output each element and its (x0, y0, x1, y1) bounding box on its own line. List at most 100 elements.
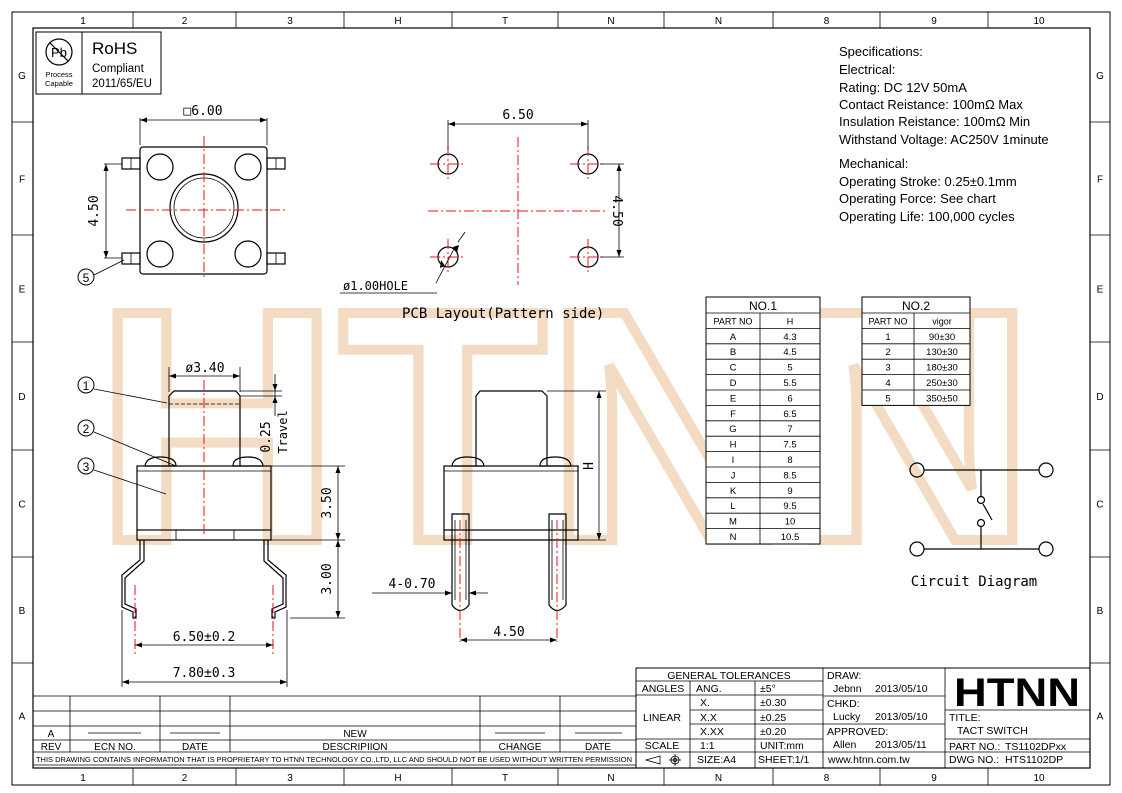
grid-col-bottom-4: H (394, 773, 401, 784)
side-travel-label: Travel (276, 410, 290, 453)
callout-1: 1 (83, 379, 90, 393)
company-logo: HTNN (954, 671, 1080, 715)
tol-heading: GENERAL TOLERANCES (667, 670, 791, 682)
front-h-dim: H (582, 462, 597, 470)
grid-col-top-8: 8 (824, 16, 830, 27)
rohs-badge-line-1: Process (45, 70, 72, 79)
table-cell: I (732, 455, 735, 466)
side-travel-dim: 0.25 (259, 421, 274, 452)
table-cell: N (730, 532, 737, 543)
grid-col-top-9: 9 (931, 16, 937, 27)
grid-col-bottom-1: 1 (80, 773, 86, 784)
table-cell: 6.5 (783, 409, 796, 420)
grid-col-bottom-6: N (607, 773, 614, 784)
tol-lin-3-value: ±0.20 (760, 726, 786, 738)
grid-row-left-2: F (19, 175, 25, 186)
pcb-layout (340, 120, 624, 294)
top-view (77, 117, 288, 286)
table1-title: NO.1 (749, 299, 777, 313)
grid-row-right-7: A (1097, 712, 1104, 723)
side-view (77, 367, 345, 687)
title-block (635, 667, 1091, 769)
table-cell: G (729, 424, 736, 435)
grid-col-top-2: 2 (182, 16, 188, 27)
tol-ang: ANG. (696, 683, 722, 695)
website: www.htnn.com.tw (827, 754, 910, 766)
pcb-caption: PCB Layout(Pattern side) (402, 306, 604, 322)
front-view (372, 390, 606, 643)
table-cell: 9 (787, 486, 792, 497)
side-body-dim: 3.50 (320, 487, 335, 518)
table-cell: F (730, 409, 736, 420)
front-pitch-dim: 4.50 (493, 625, 524, 640)
no-lead-icon (45, 38, 73, 66)
grid-row-left-3: E (19, 285, 26, 296)
top-view-pitch-dim: 4.50 (87, 195, 102, 226)
rev-value: A (48, 729, 55, 740)
draw-date: 2013/05/10 (875, 683, 928, 695)
table-cell: 7 (787, 424, 792, 435)
spec-electrical-heading: Electrical: (839, 62, 895, 77)
callout-2: 2 (83, 422, 90, 436)
front-pin-dim: 4-0.70 (389, 577, 436, 592)
grid-col-top-4: H (394, 16, 401, 27)
watermark-text: HTNN (95, 241, 1035, 610)
table-cell: 10 (785, 517, 796, 528)
table-cell: 6 (787, 393, 792, 404)
grid-row-right-6: B (1097, 606, 1104, 617)
unit-value: UNIT:mm (760, 740, 804, 752)
table-cell: 4.3 (783, 332, 796, 343)
table-cell: 90±30 (929, 332, 955, 343)
grid-row-left-7: A (19, 712, 26, 723)
grid-col-bottom-5: T (502, 773, 508, 784)
table-cell: L (730, 501, 735, 512)
dwg-no-label: DWG NO.: (949, 754, 999, 766)
table-cell: 2 (885, 347, 890, 358)
grid-row-right-2: F (1097, 175, 1103, 186)
tol-lin-2: X.X (700, 712, 717, 724)
chkd-label: CHKD: (827, 698, 860, 710)
rev-header-rev: REV (41, 742, 62, 753)
spec-mechanical-3: Operating Life: 100,000 cycles (839, 209, 1015, 224)
table-cell: 250±30 (926, 378, 958, 389)
tol-lin-1-value: ±0.30 (760, 697, 786, 709)
grid-col-top-7: N (715, 16, 722, 27)
table1-header-2: H (787, 316, 794, 326)
side-stem-dim: ø3.40 (185, 361, 224, 376)
spec-mechanical-1: Operating Stroke: 0.25±0.1mm (839, 174, 1017, 189)
tol-angles-label: ANGLES (642, 683, 685, 695)
table-cell: 4.5 (783, 347, 796, 358)
approved-label: APPROVED: (827, 726, 888, 738)
table-cell: 8.5 (783, 470, 796, 481)
spec-mechanical-2: Operating Force: See chart (839, 191, 996, 206)
table-cell: 1 (885, 332, 890, 343)
pcb-hole-label: ø1.00HOLE (343, 279, 408, 293)
sheet-frame (11, 11, 1111, 786)
rohs-directive: 2011/65/EU (92, 78, 152, 90)
spec-electrical-2: Contact Reistance: 100mΩ Max (839, 97, 1023, 112)
rev-header-change: CHANGE (499, 742, 542, 753)
rev-header-description: DESCRIPIION (322, 742, 387, 753)
grid-row-right-3: E (1097, 285, 1104, 296)
proprietary-notice: THIS DRAWING CONTAINS INFORMATION THAT I… (36, 755, 632, 764)
table-cell: 8 (787, 455, 792, 466)
rohs-badge-line-2: Capable (45, 79, 73, 88)
no-lead-symbol: Pb (51, 45, 67, 60)
chkd-name: Lucky (833, 711, 861, 723)
spec-electrical-3: Insulation Reistance: 100mΩ Min (839, 114, 1030, 129)
title-label: TITLE: (949, 712, 981, 724)
table-cell: M (729, 517, 737, 528)
table-cell: 130±30 (926, 347, 958, 358)
grid-row-right-1: G (1096, 71, 1104, 82)
spec-electrical-4: Withstand Voltage: AC250V 1minute (839, 132, 1049, 147)
grid-col-bottom-2: 2 (182, 773, 188, 784)
rohs-badge: Pb Process Capable RoHS Compliant 2011/6… (35, 31, 162, 95)
grid-col-bottom-3: 3 (287, 773, 293, 784)
rohs-compliant: Compliant (92, 63, 145, 75)
size-value: SIZE:A4 (697, 754, 736, 766)
tol-lin-3: X.XX (700, 726, 724, 738)
